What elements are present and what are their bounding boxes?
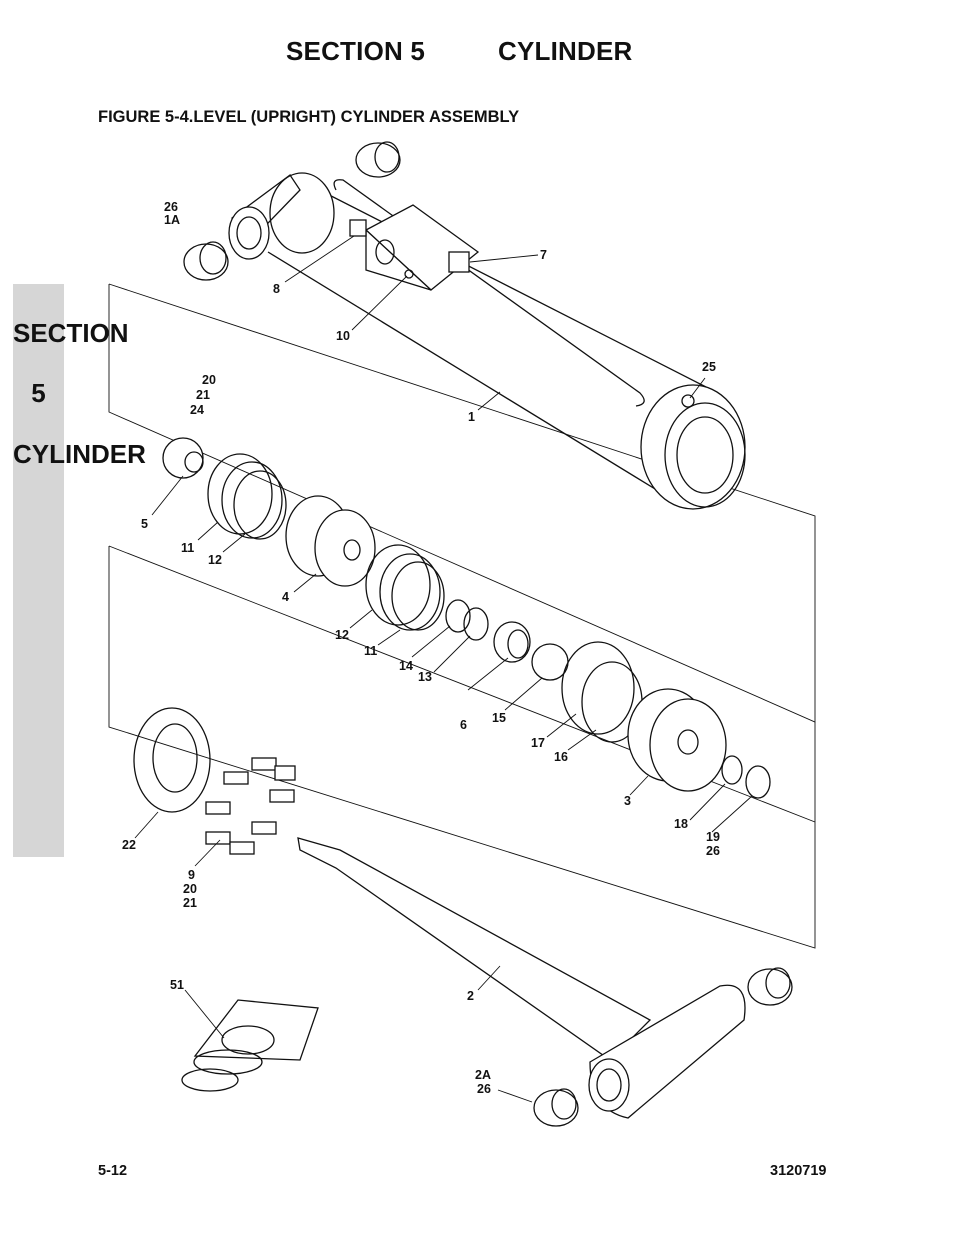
callout: 10: [336, 329, 350, 343]
figure-title: FIGURE 5-4.LEVEL (UPRIGHT) CYLINDER ASSE…: [98, 108, 520, 126]
document-number: 3120719: [770, 1163, 827, 1179]
callout: 11: [181, 541, 194, 555]
callout: 21: [196, 388, 210, 402]
piston-seal-rings-right: [365, 544, 445, 631]
lower-frame-outline: [108, 546, 816, 949]
callout: 20: [183, 882, 197, 896]
callout: 7: [540, 248, 547, 262]
head-flange-gasket: [133, 707, 211, 813]
piston: [285, 495, 376, 587]
cylinder-head: [627, 688, 727, 792]
section-title: CYLINDER: [498, 36, 633, 66]
rod-wiper-seals: [721, 755, 771, 799]
callout: 1: [468, 410, 475, 424]
small-o-rings: [445, 599, 489, 641]
callout: 26: [706, 844, 720, 858]
callout: 21: [183, 896, 197, 910]
callout: 11: [364, 644, 377, 658]
callout: 6: [460, 718, 467, 732]
pin-bushing-left: [183, 241, 229, 281]
section-heading: SECTION 5: [286, 36, 426, 66]
callout: 20: [202, 373, 216, 387]
callout: 25: [702, 360, 716, 374]
callout: 13: [418, 670, 432, 684]
seal-kit-bag: [181, 999, 319, 1092]
piston-seal-rings-left: [207, 453, 287, 540]
valve-block: [349, 204, 480, 291]
page-number: 5-12: [98, 1163, 128, 1179]
callout: 8: [273, 282, 280, 296]
callout: 5: [141, 517, 148, 531]
piston-rod: [297, 837, 746, 1119]
callout: 24: [190, 403, 204, 417]
callout: 12: [208, 553, 222, 567]
bottom-bushing: [533, 1088, 579, 1127]
spacer-tube: [493, 621, 531, 663]
callout: 14: [399, 659, 413, 673]
callout: 18: [674, 817, 688, 831]
callout: 4: [282, 590, 289, 604]
callout: 16: [554, 750, 568, 764]
callout-labels: 26 1A 7 8 10 25 1 20 21 24 5 11 12 4 12 …: [122, 200, 720, 1096]
callout: 9: [188, 868, 195, 882]
callout: 2: [467, 989, 474, 1003]
callout: 12: [335, 628, 349, 642]
leader-lines: [134, 235, 753, 1103]
callout: 17: [531, 736, 545, 750]
cylinder-barrel: [228, 172, 746, 510]
bolt-set: [205, 757, 296, 855]
callout: 15: [492, 711, 506, 725]
wear-ring: [531, 643, 569, 681]
callout: 1A: [164, 213, 180, 227]
callout: 2A: [475, 1068, 491, 1082]
rod-end-bushing: [747, 967, 793, 1006]
callout: 51: [170, 978, 184, 992]
callout: 3: [624, 794, 631, 808]
locknut: [162, 437, 204, 479]
top-bushing: [355, 141, 401, 178]
callout: 26: [164, 200, 178, 214]
callout: 26: [477, 1082, 491, 1096]
callout: 19: [706, 830, 720, 844]
callout: 22: [122, 838, 136, 852]
